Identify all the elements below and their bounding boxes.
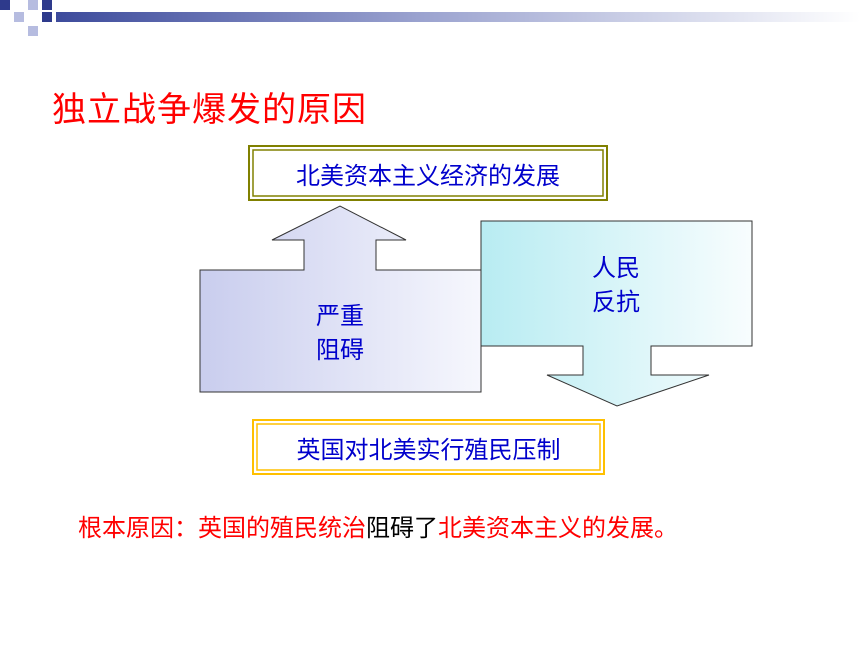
up-arrow-line1: 严重 <box>316 302 364 330</box>
conclusion-text: 根本原因：英国的殖民统治阻碍了北美资本主义的发展。 <box>78 508 678 543</box>
bottom-box-label: 英国对北美实行殖民压制 <box>296 435 561 464</box>
down-arrow-shape <box>480 220 753 407</box>
conclusion-part2: 阻碍了 <box>366 514 438 542</box>
top-box-label: 北美资本主义经济的发展 <box>296 161 560 190</box>
up-arrow-line2: 阻碍 <box>316 336 364 364</box>
bottom-box-outer <box>252 419 605 475</box>
down-arrow-line2: 反抗 <box>592 288 640 316</box>
slide-title: 独立战争爆发的原因 <box>52 90 367 130</box>
top-box-inner <box>252 149 604 197</box>
down-arrow-label: 人民 反抗 <box>576 251 656 319</box>
top-box-outer <box>248 145 608 201</box>
conclusion-part3: 北美资本主义的发展。 <box>438 514 678 542</box>
up-arrow-shape <box>199 205 482 393</box>
bottom-box-inner <box>256 423 601 471</box>
down-arrow-line1: 人民 <box>592 254 640 282</box>
conclusion-part1: 根本原因：英国的殖民统治 <box>78 514 366 542</box>
header-decoration <box>0 0 860 36</box>
up-arrow-label: 严重 阻碍 <box>300 299 380 367</box>
